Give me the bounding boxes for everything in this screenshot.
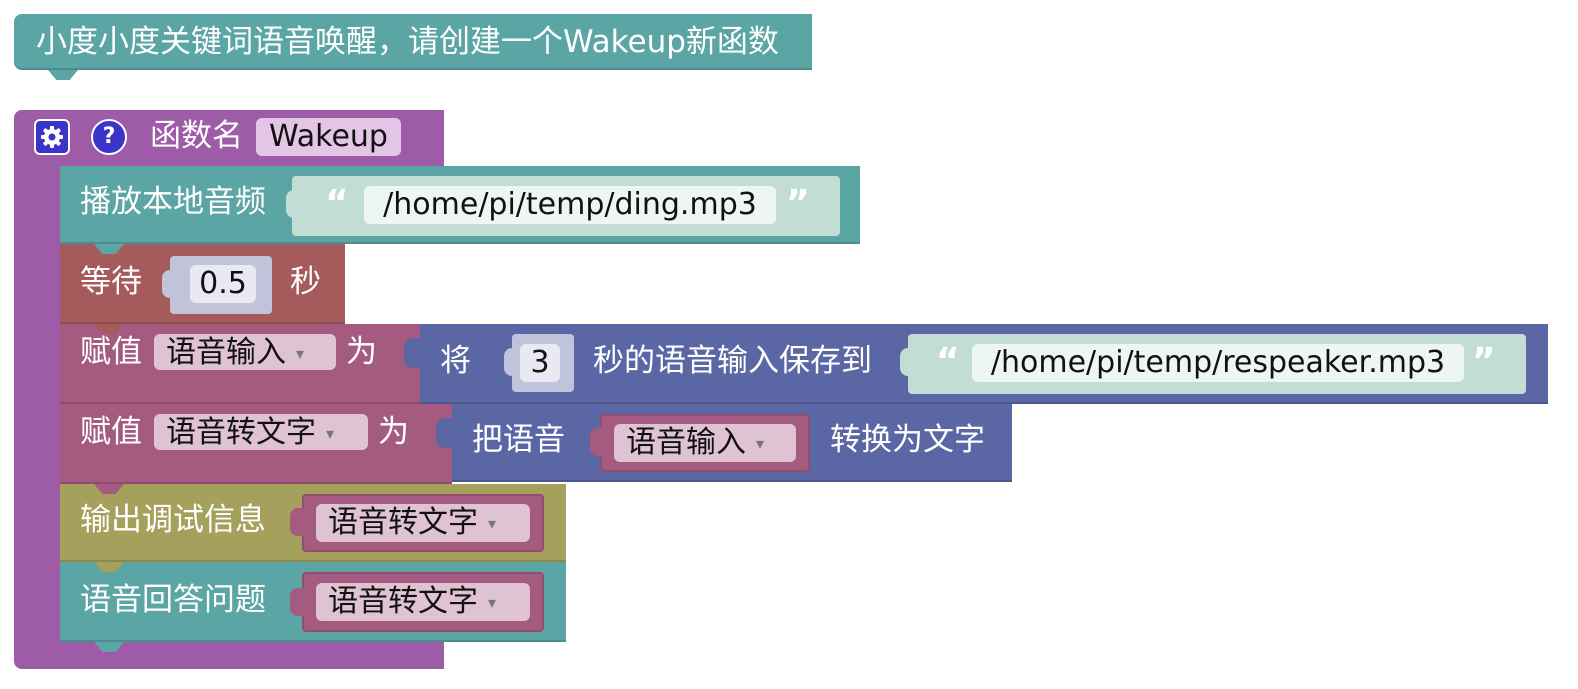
assign-input-variable-text: 语音输入: [166, 335, 286, 370]
record-suffix-label: 秒的语音输入保存到: [593, 343, 872, 379]
assign-text-variable-dropdown[interactable]: 语音转文字 ▾: [154, 414, 368, 450]
open-quote-icon: “: [325, 183, 349, 224]
play-audio-label: 播放本地音频: [80, 184, 266, 220]
debug-print-next-notch: [94, 562, 124, 572]
dropdown-arrow-icon: ▾: [326, 423, 335, 443]
comment-next-notch: [48, 70, 78, 80]
convert-variable-text: 语音输入: [626, 425, 746, 460]
record-path-string-tab: [900, 348, 914, 376]
wait-unit-label: 秒: [290, 264, 321, 300]
convert-suffix-label: 转换为文字: [830, 422, 985, 458]
play-audio-next-notch: [94, 244, 124, 254]
wait-seconds-field[interactable]: 0.5: [190, 265, 256, 303]
close-quote-icon: ”: [786, 183, 810, 224]
record-seconds-field[interactable]: 3: [520, 344, 560, 382]
voice-answer-variable-text: 语音转文字: [328, 584, 478, 619]
dropdown-arrow-icon: ▾: [488, 513, 497, 533]
convert-variable-dropdown[interactable]: 语音输入 ▾: [614, 424, 796, 462]
wait-number-tab: [162, 270, 176, 298]
record-audio-tab: [404, 338, 422, 368]
assign-text-as-label: 为: [378, 414, 409, 450]
help-icon[interactable]: ?: [91, 119, 127, 155]
assign-input-next-notch: [94, 404, 124, 414]
assign-input-as-label: 为: [346, 334, 377, 370]
debug-print-variable-tab: [290, 508, 306, 536]
debug-print-variable-dropdown[interactable]: 语音转文字 ▾: [316, 504, 530, 542]
convert-variable-tab: [590, 428, 606, 456]
record-prefix-label: 将: [440, 343, 471, 379]
dropdown-arrow-icon: ▾: [296, 343, 305, 363]
play-audio-string-tab: [286, 190, 300, 218]
voice-answer-variable-dropdown[interactable]: 语音转文字 ▾: [316, 583, 530, 621]
function-block-bottom: [14, 640, 444, 669]
assign-text-variable-text: 语音转文字: [166, 415, 316, 450]
wait-next-notch: [94, 324, 124, 334]
assign-text-label: 赋值: [80, 414, 142, 450]
voice-answer-next-notch: [94, 642, 124, 652]
function-block-spine: [14, 160, 62, 648]
function-name-label: 函数名: [150, 118, 243, 154]
debug-print-label: 输出调试信息: [80, 502, 266, 538]
convert-prefix-label: 把语音: [472, 422, 565, 458]
play-audio-path-field[interactable]: /home/pi/temp/ding.mp3: [364, 186, 776, 224]
dropdown-arrow-icon: ▾: [488, 592, 497, 612]
comment-text: 小度小度关键词语音唤醒，请创建一个Wakeup新函数: [36, 24, 779, 60]
record-path-field[interactable]: /home/pi/temp/respeaker.mp3: [972, 344, 1464, 382]
assign-text-next-notch: [94, 484, 124, 494]
gear-icon[interactable]: [34, 119, 70, 155]
wait-label: 等待: [80, 264, 142, 300]
dropdown-arrow-icon: ▾: [756, 433, 765, 453]
record-seconds-tab: [504, 348, 518, 376]
debug-print-variable-text: 语音转文字: [328, 505, 478, 540]
comment-block[interactable]: 小度小度关键词语音唤醒，请创建一个Wakeup新函数: [14, 14, 812, 70]
function-name-field[interactable]: Wakeup: [256, 118, 401, 156]
voice-answer-label: 语音回答问题: [80, 582, 266, 618]
voice-answer-variable-tab: [290, 588, 306, 616]
speech-to-text-tab: [436, 418, 454, 448]
assign-input-label: 赋值: [80, 334, 142, 370]
open-quote-icon: “: [936, 341, 960, 382]
close-quote-icon: ”: [1472, 341, 1496, 382]
assign-input-variable-dropdown[interactable]: 语音输入 ▾: [154, 334, 336, 370]
